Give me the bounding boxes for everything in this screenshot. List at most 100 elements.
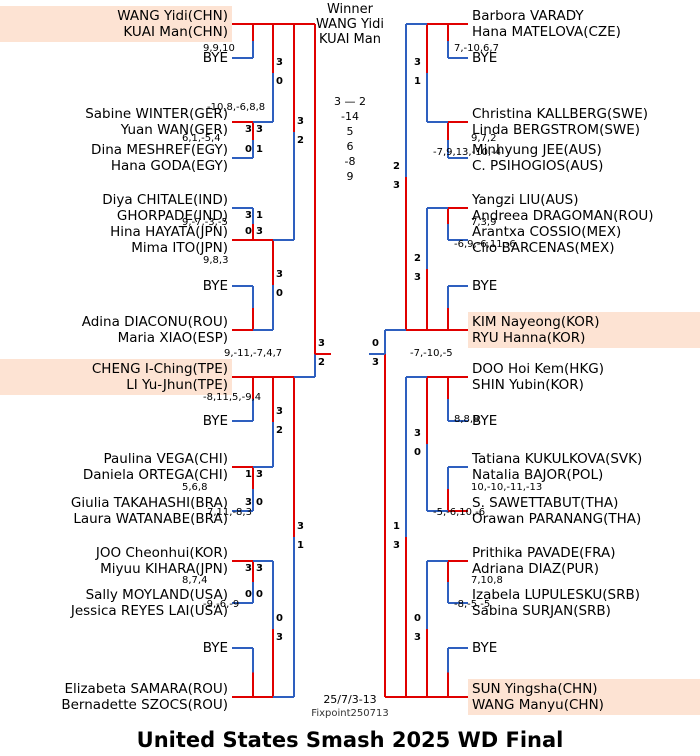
sf-game-scores: -10,8,-6,8,8 — [207, 102, 266, 113]
player-name: KIM Nayeong(KOR) — [472, 314, 600, 330]
qf-set-score: 0 — [276, 288, 283, 299]
final-game-scores: -7,-10,-5 — [410, 348, 453, 359]
bye-label: BYE — [472, 640, 498, 656]
player-name: Paulina VEGA(CHI) — [103, 451, 228, 467]
bye-label: BYE — [472, 50, 498, 66]
qf-game-scores: -8,-5,-5 — [454, 599, 491, 610]
player-name: Mima ITO(JPN) — [131, 240, 228, 256]
player-name: Hana GODA(EGY) — [110, 158, 228, 174]
final-set-score: 2 — [318, 357, 325, 368]
qf-set-score: 3 — [414, 428, 421, 439]
sf-set-score: 3 — [393, 180, 400, 191]
qf-set-score: 0 — [414, 447, 421, 458]
player-name: Elizabeta SAMARA(ROU) — [64, 681, 228, 697]
r16-game-scores: 6,1,-5,4 — [182, 133, 221, 144]
player-name: SHIN Yubin(KOR) — [472, 377, 584, 393]
qf-set-score: 3 — [414, 272, 421, 283]
r16-set-score: 3 — [245, 210, 252, 221]
player-name: Natalia BAJOR(POL) — [472, 467, 604, 483]
r16-set-score: 1 — [256, 144, 263, 155]
player-name: S. SAWETTABUT(THA) — [472, 495, 619, 511]
qf-game-scores: -6,9,-6,11,-6 — [454, 239, 516, 250]
sf-set-score: 1 — [393, 521, 400, 532]
player-name: Bernadette SZOCS(ROU) — [61, 697, 228, 713]
highlight-right-7 — [468, 312, 700, 348]
credit-text: Fixpoint250713 — [311, 708, 389, 719]
qf-set-score: 3 — [276, 57, 283, 68]
player-name: Clio BARCENAS(MEX) — [472, 240, 615, 256]
sf-game-scores: 7,11,-8,3 — [207, 507, 252, 518]
final-game-1: -14 — [341, 110, 359, 123]
qf-set-score: 0 — [276, 613, 283, 624]
sf-set-score: 3 — [297, 521, 304, 532]
r16-game-scores: 7,3,9 — [471, 217, 497, 228]
r16-set-score: 1 — [256, 210, 263, 221]
player-name: RYU Hanna(KOR) — [472, 330, 586, 346]
sf-set-score: 2 — [297, 135, 304, 146]
sf-set-score: 2 — [393, 161, 400, 172]
player-name: Sabine WINTER(GER) — [85, 106, 228, 122]
r16-set-score: 0 — [245, 226, 252, 237]
player-name: Andreea DRAGOMAN(ROU) — [472, 208, 654, 224]
player-name: Yuan WAN(GER) — [120, 122, 228, 138]
player-name: Izabela LUPULESKU(SRB) — [472, 587, 641, 603]
player-name: Sabina SURJAN(SRB) — [472, 603, 611, 619]
player-name: SUN Yingsha(CHN) — [472, 681, 598, 697]
qf-set-score: 3 — [276, 269, 283, 280]
player-name: Linda BERGSTROM(SWE) — [472, 122, 641, 138]
qf-game-scores: 7,-10,6,7 — [454, 43, 499, 54]
qf-set-score: 2 — [276, 425, 283, 436]
player-name: Adina DIACONU(ROU) — [81, 314, 228, 330]
r16-game-scores: 10,-10,-11,-13 — [471, 482, 543, 493]
winner-player-1: WANG Yidi — [316, 17, 384, 32]
page-title: United States Smash 2025 WD Final — [136, 728, 564, 752]
final-game-scores: 9,-11,-7,4,7 — [224, 348, 283, 359]
player-name: Maria XIAO(ESP) — [117, 330, 228, 346]
final-game-2: 5 — [346, 125, 354, 138]
qf-set-score: 0 — [276, 76, 283, 87]
r16-set-score: 3 — [256, 469, 263, 480]
highlight-right-15 — [468, 679, 700, 715]
winner-label: Winner — [326, 2, 373, 17]
player-name: Barbora VARADY — [472, 8, 584, 24]
r16-set-score: 3 — [245, 563, 252, 574]
final-set-score: 3 — [318, 338, 325, 349]
sf-set-score: 3 — [297, 116, 304, 127]
player-name: JOO Cheonhui(KOR) — [95, 545, 228, 561]
qf-set-score: 2 — [414, 253, 421, 264]
r16-game-scores: 8,7,4 — [182, 575, 208, 586]
player-name: LI Yu-Jhun(TPE) — [126, 377, 228, 393]
qf-game-scores: 9,8,3 — [203, 255, 229, 266]
player-name: Prithika PAVADE(FRA) — [472, 545, 616, 561]
r16-set-score: 0 — [256, 497, 263, 508]
r16-set-score: 0 — [256, 589, 263, 600]
highlight-left-8 — [0, 359, 232, 395]
qf-set-score: 3 — [414, 632, 421, 643]
player-name: GHORPADE(IND) — [116, 208, 228, 224]
r16-set-score: 3 — [256, 124, 263, 135]
r16-set-score: 3 — [256, 563, 263, 574]
player-name: Tatiana KUKULKOVA(SVK) — [472, 451, 643, 467]
player-name: Sally MOYLAND(USA) — [85, 587, 228, 603]
player-name: Adriana DIAZ(PUR) — [472, 561, 600, 577]
player-name: DOO Hoi Kem(HKG) — [472, 361, 605, 377]
player-name: WANG Yidi(CHN) — [117, 8, 228, 24]
r16-set-score: 0 — [245, 589, 252, 600]
final-sets: 3 — 2 — [334, 95, 366, 108]
player-name: Daniela ORTEGA(CHI) — [82, 467, 228, 483]
player-name: Miyuu KIHARA(JPN) — [100, 561, 228, 577]
r16-game-scores: 7,10,8 — [471, 575, 503, 586]
r16-set-score: 0 — [245, 144, 252, 155]
final-set-score: 3 — [372, 357, 379, 368]
player-name: Jessica REYES LAI(USA) — [70, 603, 228, 619]
qf-set-score: 3 — [414, 57, 421, 68]
final-game-4: -8 — [344, 155, 356, 168]
winner-player-2: KUAI Man — [319, 32, 381, 47]
event-date: 25/7/3-13 — [323, 693, 377, 706]
player-name: Arantxa COSSIO(MEX) — [472, 224, 622, 240]
player-name: C. PSIHOGIOS(AUS) — [472, 158, 604, 174]
player-name: Yangzi LIU(AUS) — [472, 192, 579, 208]
qf-set-score: 0 — [414, 613, 421, 624]
sf-set-score: 1 — [297, 540, 304, 551]
